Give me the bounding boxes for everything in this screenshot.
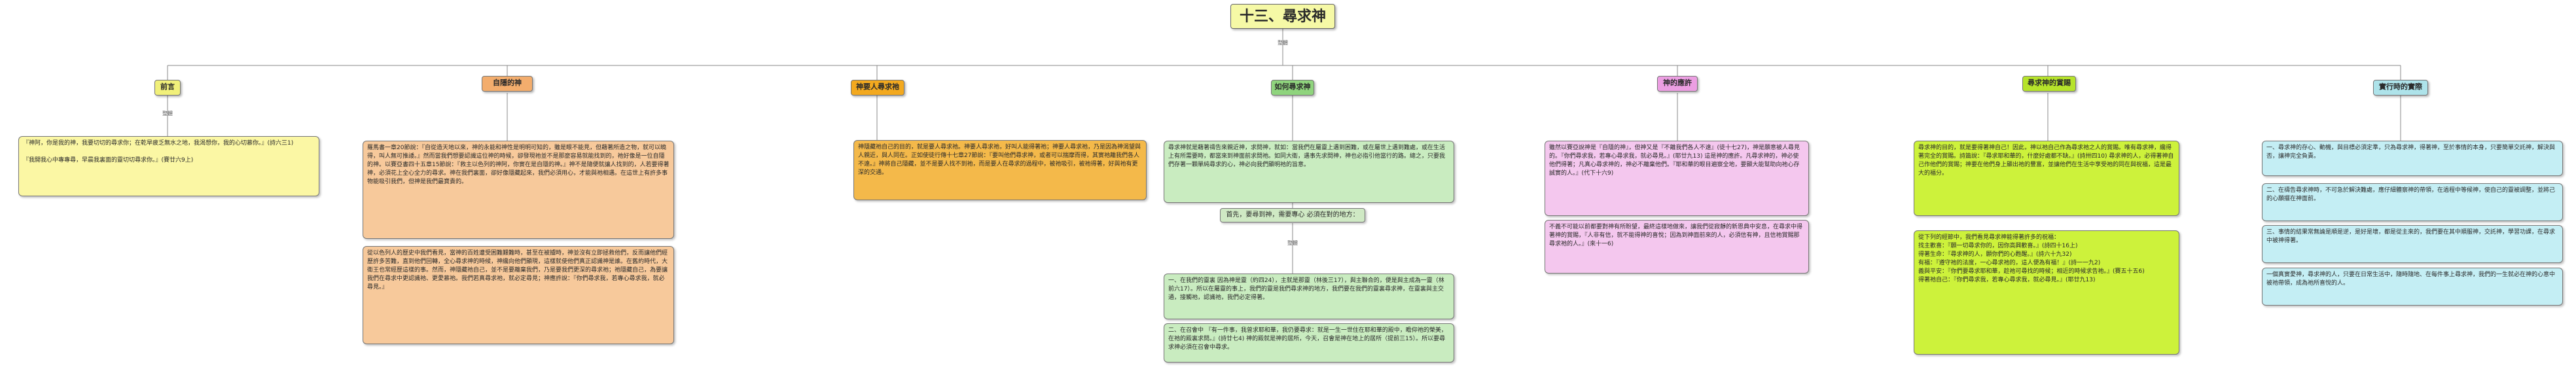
label-reward[interactable]: 尋求神的賞賜 bbox=[2022, 76, 2076, 92]
label-promise[interactable]: 神的應許 bbox=[1657, 76, 1698, 92]
label-how-to-seek[interactable]: 如何尋求神 bbox=[1271, 80, 1314, 96]
practical-text-b: 二、在禱告尋求神時，不可急於解決難處，應仔細體察神的帶領，在過程中等候神，使自己… bbox=[2262, 183, 2563, 221]
label-hidden-god[interactable]: 自隱的神 bbox=[482, 76, 533, 92]
promise-text-a: 雖然以賽亞說神是『自隱的神』，但神又是『不離我們各人不遠』(徒十七27)，神是願… bbox=[1545, 141, 1809, 216]
how-to-seek-mid: 首先，要尋到神，需要專心 必須在對的地方： bbox=[1220, 208, 1365, 222]
page-title: 十三、尋求神 bbox=[1230, 4, 1335, 29]
practical-text-a: 一、尋求神的存心、動機，與目標必須定準，只為尋求神，得著神，至於事情的本身，只要… bbox=[2262, 141, 2563, 176]
practical-text-d: 一個真實愛神，尋求神的人，只要在日常生活中，隨時隨地、在每件事上尋求神，我們的一… bbox=[2262, 268, 2563, 306]
label-practical[interactable]: 實行時的實際 bbox=[2373, 80, 2428, 96]
how-to-seek-text: 尋求神就是藉著禱告來親近神，求問神，就如：當我們在屬靈上遇到困難，或在屬世上遇到… bbox=[1164, 141, 1454, 203]
intro-text: 『神阿，你是我的神，我要切切的尋求你；在乾旱疲乏無水之地，我渴想你，我的心切慕你… bbox=[18, 136, 319, 196]
practical-text-c: 三、事情的結果常無論是順是逆，是好是壞，都是從主來的，我們要在其中順服神，交託神… bbox=[2262, 225, 2563, 263]
how-to-seek-point-2: 二、在召會中 『有一件事，我曾求耶和華，我仍要尋求：就是一生一世住在耶和華的殿中… bbox=[1164, 323, 1454, 363]
label-god-seeks[interactable]: 神要人尋求祂 bbox=[851, 80, 904, 96]
hidden-god-text-b: 從以色列人的歷史中我們看見，當神的百姓遭受困難艱難時，甚至在被擄時，神並沒有立即… bbox=[363, 246, 674, 344]
god-seeks-text: 神隱藏祂自己的目的，就是要人尋求祂。神要人尋求祂，好叫人能得著祂；神要人尋求祂，… bbox=[853, 140, 1147, 200]
hidden-god-text-a: 羅馬書一章20節說：『自從造天地以來，神的永能和神性是明明可知的，雖是眼不能見，… bbox=[363, 141, 674, 239]
reward-text-b: 從下列的經節中，我們看見尋求神能得著許多的祝福： 找主歡喜：『願一切尋求你的，因… bbox=[1914, 230, 2179, 355]
promise-text-b: 不義不可能以前都要對神有所盼望，最終這樣地做來，讓我們從寂靜的新恩典中安息，在尋… bbox=[1545, 220, 1809, 274]
how-to-seek-point-1: 一、在我們的靈裏 因為神是靈（約四24），主就是那靈（林後三17），與主聯合的，… bbox=[1164, 274, 1454, 319]
how-to-seek-mid-tag: 整體 bbox=[1287, 240, 1298, 246]
label-intro[interactable]: 前言 bbox=[154, 80, 181, 96]
reward-text-a: 尋求神的目的，就是要得著神自己！因此，神以祂自己作為尋求祂之人的賞賜。唯有尋求神… bbox=[1914, 141, 2179, 216]
intro-tag: 整體 bbox=[162, 111, 173, 116]
root-tag: 整體 bbox=[1278, 40, 1288, 46]
